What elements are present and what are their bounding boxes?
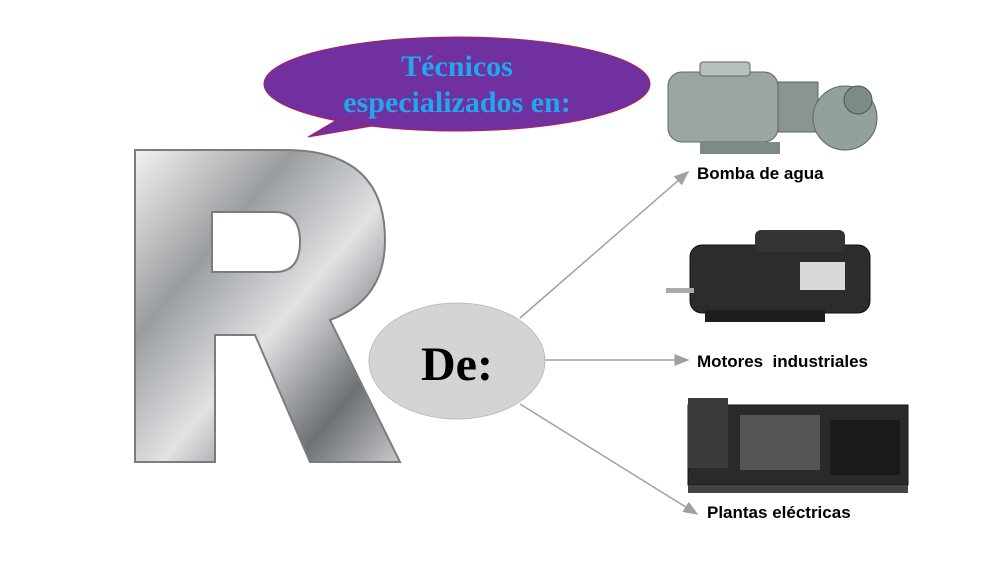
electric-motor-icon bbox=[666, 230, 871, 322]
label-power-plants: Plantas eléctricas bbox=[707, 503, 851, 522]
label-water-pump: Bomba de agua bbox=[697, 164, 824, 183]
arrow-to-generator bbox=[519, 403, 699, 515]
label-industrial-motors: Motores industriales bbox=[697, 352, 868, 371]
center-node: De: bbox=[368, 302, 546, 420]
generator-icon bbox=[687, 398, 909, 493]
arrow-to-pump bbox=[519, 171, 690, 319]
metallic-r-logo: R bbox=[134, 149, 402, 463]
speech-bubble: Técnicos especializados en: bbox=[263, 36, 651, 138]
bubble-line1: Técnicos bbox=[401, 50, 513, 83]
center-label: De: bbox=[421, 338, 493, 391]
water-pump-icon bbox=[667, 61, 878, 154]
bubble-line2: especializados en: bbox=[343, 86, 570, 119]
